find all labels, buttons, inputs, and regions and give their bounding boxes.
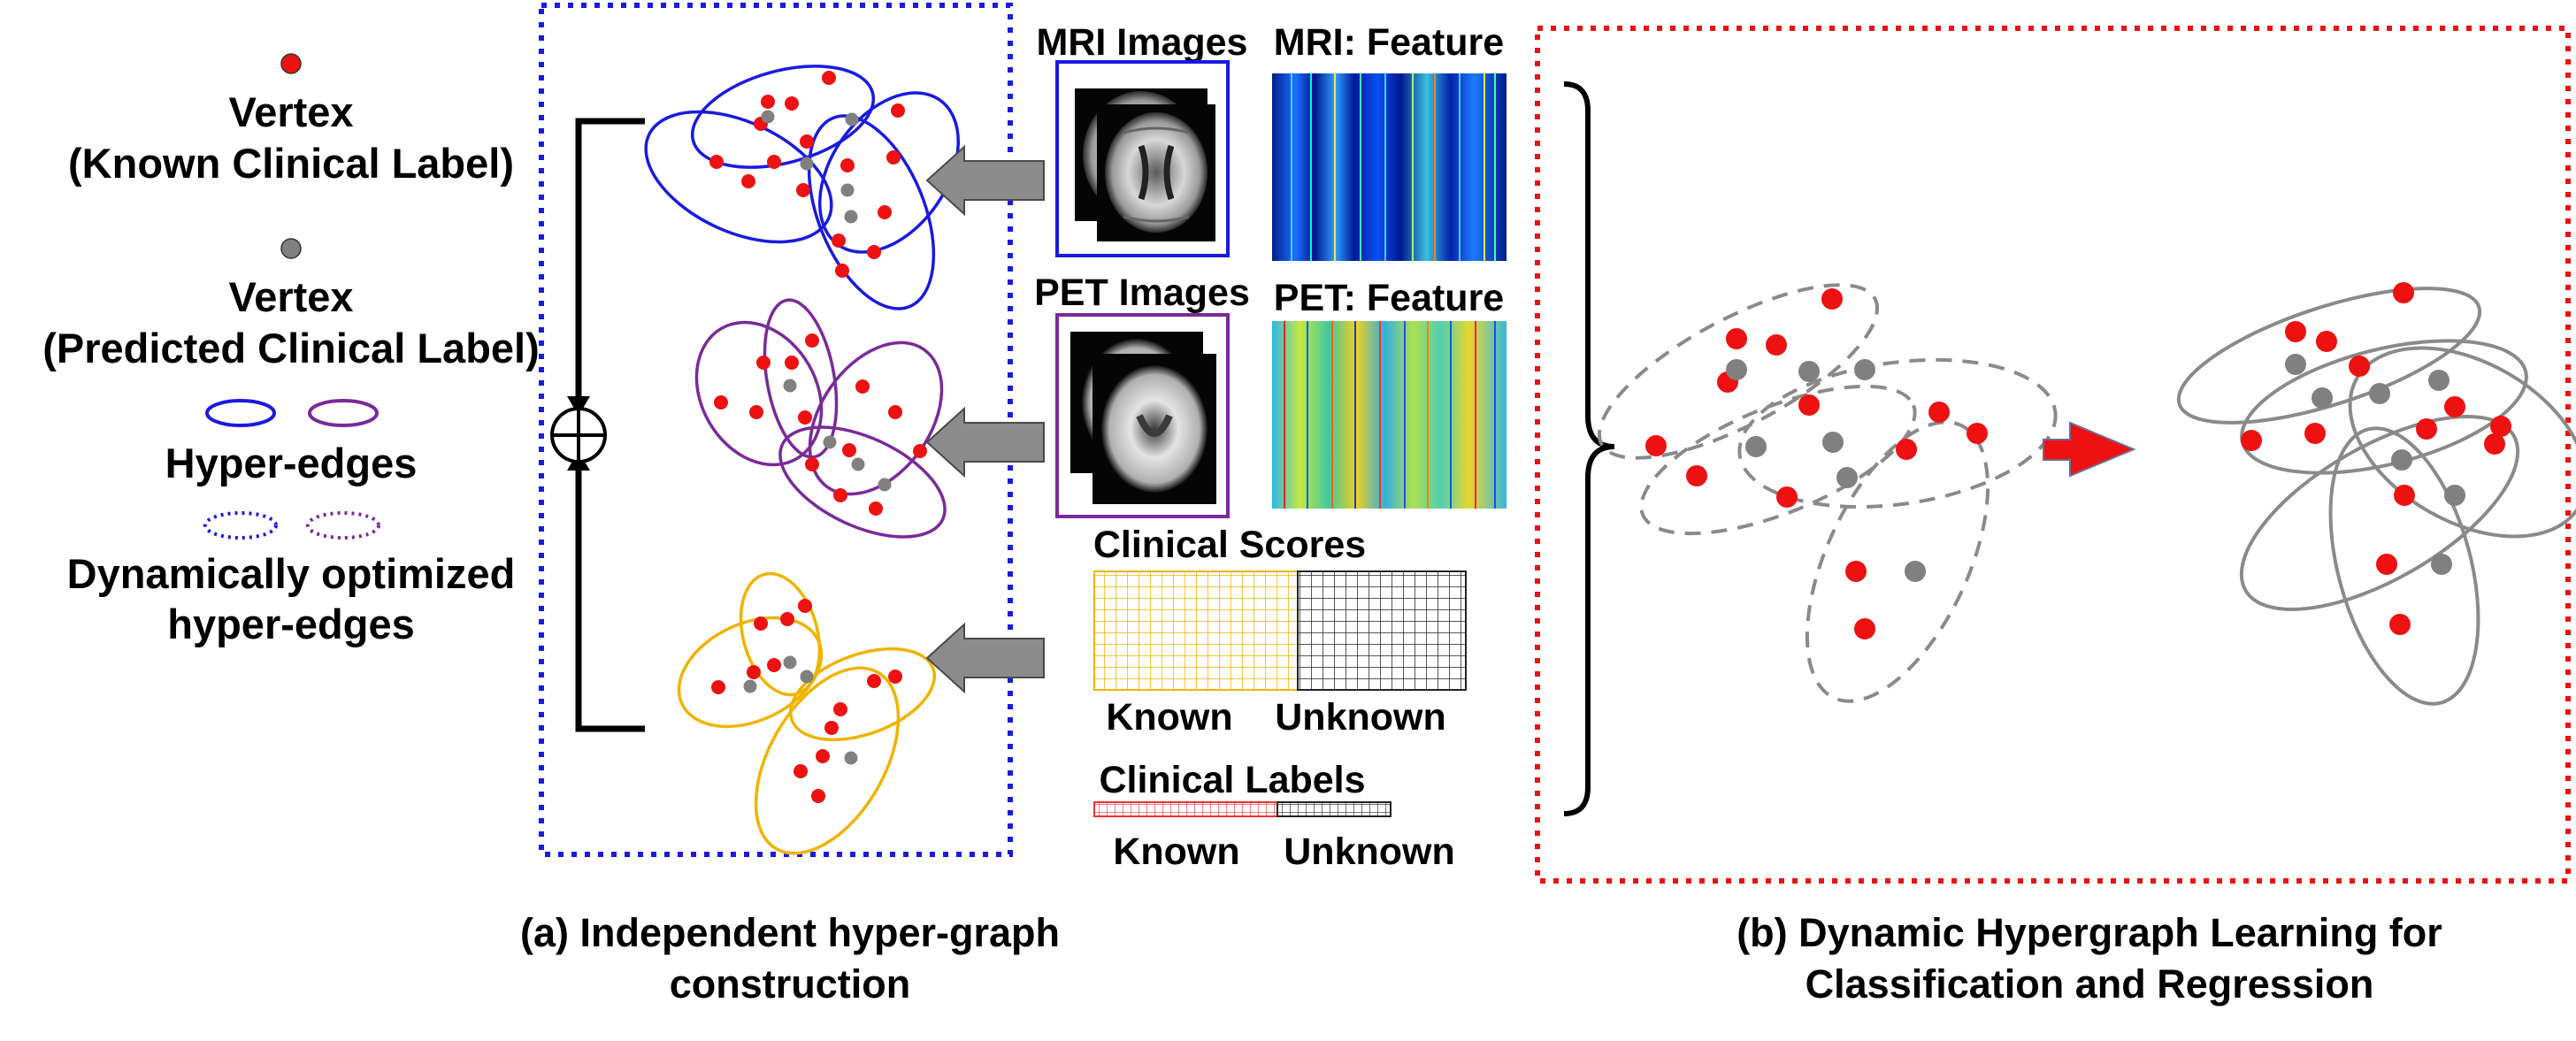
mri-images xyxy=(1055,60,1230,257)
legend-vertex-known: Vertex xyxy=(228,88,353,135)
legend-vertex-predicted: Vertex xyxy=(228,273,353,320)
legend-dynamic-line2: hyper-edges xyxy=(167,601,414,647)
labels-known-label: Known xyxy=(1113,831,1239,873)
pet-hypergraph xyxy=(694,298,947,539)
legend-dynamic-line1: Dynamically optimized xyxy=(67,550,516,597)
vertex-known-legend-icon xyxy=(280,53,302,74)
arrows-left xyxy=(925,144,1045,694)
legend-vertex-known-sub: (Known Clinical Label) xyxy=(68,140,514,187)
pet-arrow-icon xyxy=(925,406,1045,478)
pet-images xyxy=(1055,313,1230,518)
scores-unknown-label: Unknown xyxy=(1275,696,1445,739)
caption-a-line2: construction xyxy=(670,961,911,1007)
labels-unknown-label: Unknown xyxy=(1284,831,1454,873)
vertex-predicted-legend-icon xyxy=(280,238,302,259)
oplus-icon xyxy=(550,407,607,463)
clinical-labels-grid xyxy=(1093,801,1392,817)
pet-brain-icon xyxy=(1101,365,1208,493)
clinical-scores-grid xyxy=(1093,570,1467,691)
mri-brain-icon xyxy=(1105,112,1208,233)
mri-feature-stripes xyxy=(1291,73,1496,261)
red-arrow-icon xyxy=(2043,421,2136,478)
mri-hypergraph xyxy=(644,65,961,310)
dynamic-hyperedge-purple-legend-icon xyxy=(306,511,380,540)
legend-vertex-predicted-sub: (Predicted Clinical Label) xyxy=(42,325,540,371)
mri-feature-heatmap xyxy=(1272,73,1506,261)
clinical-labels-label: Clinical Labels xyxy=(1099,759,1365,801)
hyperedge-blue-legend-icon xyxy=(205,399,276,427)
mri-arrow-icon xyxy=(925,144,1045,217)
dynamic-hypergraph-dashed xyxy=(1597,283,2058,703)
curly-brace-icon xyxy=(1563,81,1615,816)
legend-hyperedges: Hyper-edges xyxy=(165,440,418,486)
fusion-arrow-down-icon xyxy=(567,396,590,416)
legend: Vertex (Known Clinical Label) Vertex (Pr… xyxy=(42,53,540,647)
caption-a-line1: (a) Independent hyper-graph xyxy=(520,910,1060,955)
clinical-hypergraph xyxy=(677,571,937,855)
clinical-scores-label: Clinical Scores xyxy=(1093,524,1366,566)
hyperedge-purple-legend-icon xyxy=(308,399,379,427)
optimized-hypergraph xyxy=(2176,282,2576,706)
mri-images-label: MRI Images xyxy=(1037,21,1248,64)
caption-b-line1: (b) Dynamic Hypergraph Learning for xyxy=(1736,910,2442,955)
pet-feature-label: PET: Feature xyxy=(1274,277,1504,319)
pet-images-label: PET Images xyxy=(1034,272,1250,314)
mri-feature-label: MRI: Feature xyxy=(1274,21,1504,64)
fusion-bracket xyxy=(575,118,645,732)
clinical-arrow-icon xyxy=(925,622,1045,694)
pet-feature-stripes xyxy=(1284,321,1496,509)
scores-known-label: Known xyxy=(1106,696,1232,739)
pet-feature-heatmap xyxy=(1272,321,1506,509)
caption-b-line2: Classification and Regression xyxy=(1806,961,2374,1007)
dynamic-hyperedge-blue-legend-icon xyxy=(203,511,278,540)
